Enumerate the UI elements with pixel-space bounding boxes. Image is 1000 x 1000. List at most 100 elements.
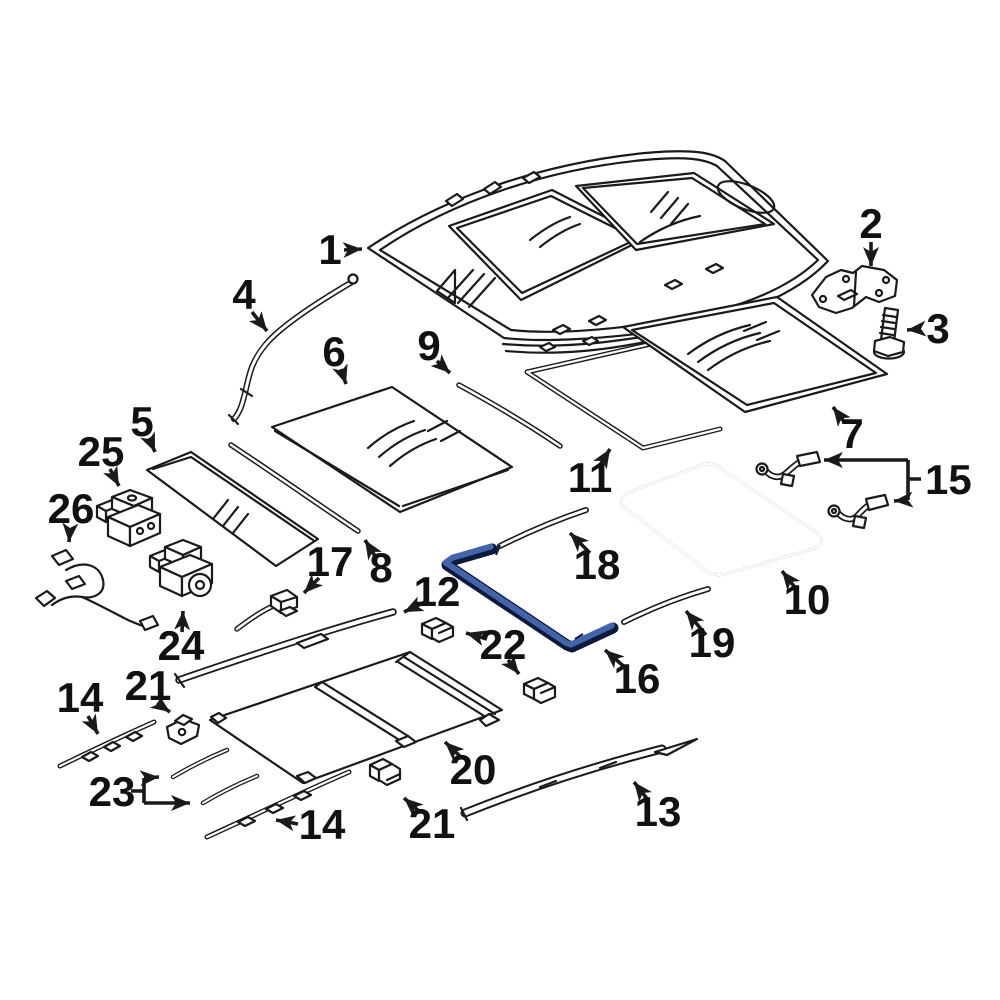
callout-label-19: 19 (689, 619, 736, 666)
callout-7: 7 (831, 405, 864, 457)
part-25-motor (95, 488, 162, 548)
callout-label-15: 15 (925, 456, 972, 503)
part-12-rail (173, 608, 397, 689)
callout-arrow-22b (500, 654, 521, 676)
callout-19: 19 (684, 609, 736, 666)
part-21-clip-bottom (368, 757, 402, 787)
callout-arrow-10 (780, 569, 801, 592)
callout-3: 3 (906, 305, 950, 352)
callout-label-14-bottom: 14 (299, 801, 346, 848)
callout-label-5: 5 (130, 398, 153, 445)
part-14-strip-bottom (204, 769, 352, 840)
callout-label-17: 17 (307, 538, 354, 585)
part-9-strip (456, 382, 563, 449)
part-4-drain-hose (227, 273, 359, 426)
callout-2: 2 (859, 200, 883, 266)
callout-11: 11 (568, 448, 612, 501)
callout-arrow-16 (603, 648, 630, 672)
callout-25: 25 (78, 428, 125, 487)
callout-13: 13 (632, 780, 682, 835)
callout-21-bottom: 21 (402, 796, 456, 847)
callout-arrow-7 (831, 405, 851, 427)
callout-arrow-20 (443, 740, 465, 761)
callout-arrow-15b (893, 491, 914, 508)
callout-label-3: 3 (926, 305, 949, 352)
callout-1: 1 (318, 226, 363, 273)
part-17-guide-tube (234, 588, 299, 632)
callout-arrow-6 (332, 363, 348, 385)
callout-label-11: 11 (568, 454, 612, 501)
callout-label-18: 18 (574, 541, 621, 588)
callout-24: 24 (158, 610, 205, 669)
callout-arrow-13 (632, 780, 652, 802)
callout-label-14-left: 14 (57, 674, 104, 721)
part-21-clip-left (165, 713, 201, 746)
callout-label-24: 24 (158, 622, 205, 669)
callout-label-16: 16 (614, 655, 661, 702)
callout-bracket-15 (906, 460, 921, 500)
callout-arrow-22a (465, 630, 488, 646)
callout-label-10: 10 (784, 576, 831, 623)
callout-label-21-left: 21 (125, 662, 172, 709)
callout-12: 12 (403, 568, 461, 615)
callout-16: 16 (603, 648, 661, 702)
callout-14-bottom: 14 (275, 801, 346, 848)
callout-21-left: 21 (125, 662, 172, 714)
callout-label-26: 26 (48, 485, 95, 532)
part-15-hook-upper (755, 450, 822, 488)
callout-5: 5 (130, 398, 157, 453)
callout-arrow-1 (342, 242, 363, 259)
callout-label-23: 23 (89, 768, 136, 815)
callout-label-20: 20 (450, 746, 497, 793)
part-15-hook-lower (827, 493, 890, 530)
callout-arrow-21b (402, 796, 424, 817)
callout-arrow-12 (403, 596, 426, 614)
callout-arrow-4 (248, 310, 269, 333)
callout-label-25: 25 (78, 428, 125, 475)
part-3-bolt (872, 306, 906, 360)
callout-17: 17 (302, 538, 354, 595)
callout-label-12: 12 (414, 568, 461, 615)
part-16-sunroof-seal-highlighted (441, 543, 619, 653)
callout-label-4: 4 (232, 271, 256, 318)
part-22-clip-upper (420, 616, 455, 644)
callout-arrow-11 (593, 448, 612, 470)
callout-arrow-26 (62, 522, 79, 543)
part-23-guide-strips (170, 747, 260, 806)
part-5-wind-deflector (145, 450, 320, 568)
callout-label-21-bottom: 21 (409, 800, 456, 847)
callout-label-7: 7 (840, 410, 863, 457)
callout-arrow-14a (81, 713, 100, 735)
part-6-sunroof-glass-front (270, 385, 514, 514)
callout-bracket-23 (131, 778, 146, 803)
part-14-strip-left (57, 719, 157, 769)
callout-4: 4 (232, 271, 269, 333)
callout-23: 23 (89, 768, 190, 815)
part-20-sunshade (208, 650, 504, 785)
callout-arrow-5 (140, 431, 157, 453)
callout-label-13: 13 (635, 788, 682, 835)
callout-14-left: 14 (57, 674, 104, 735)
callout-label-1: 1 (318, 226, 341, 273)
part-11-seal-frame (524, 330, 723, 451)
callout-arrow-21a (149, 694, 172, 714)
callout-label-22: 22 (480, 621, 527, 668)
part-18-strip (497, 507, 589, 549)
callout-arrow-25 (103, 465, 121, 487)
callout-8: 8 (363, 539, 393, 591)
callout-label-6: 6 (322, 328, 345, 375)
callout-22: 22 (465, 621, 527, 676)
callout-arrow-14b (275, 815, 299, 832)
part-8-strip (228, 442, 361, 534)
callout-label-9: 9 (417, 322, 440, 369)
callout-26: 26 (48, 485, 95, 543)
part-10-opening-seal (619, 462, 823, 577)
callout-arrow-17 (302, 573, 324, 595)
callouts: 1 2 3 4 5 6 9 7 (48, 200, 972, 848)
callout-arrow-3 (906, 320, 927, 337)
part-24-motor (148, 538, 214, 598)
part-13-rear-rail (459, 737, 699, 822)
callout-arrow-18 (568, 531, 592, 555)
